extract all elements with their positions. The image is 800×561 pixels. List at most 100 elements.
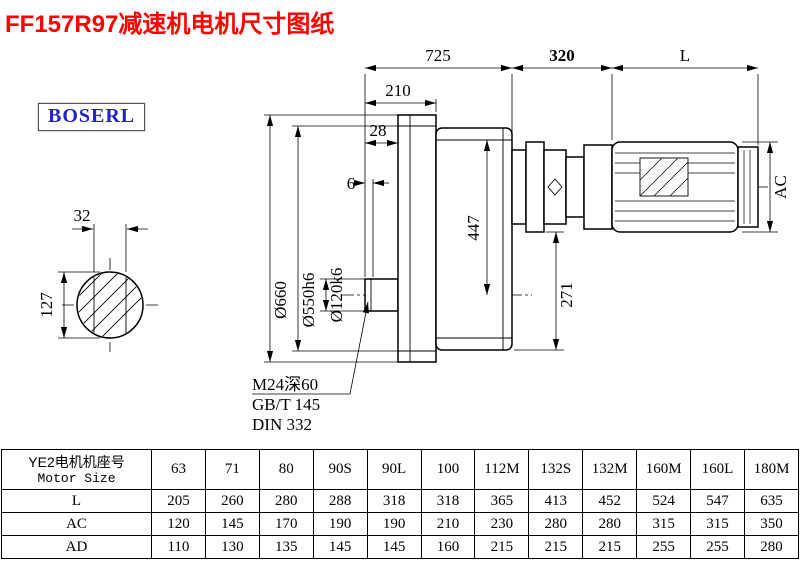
cell: 130	[204, 535, 260, 559]
dim-dia550: Ø550h6	[292, 125, 398, 352]
cell: 280	[743, 535, 800, 559]
table-row-AC: AC 120 145 170 190 190 210 230 280 280 3…	[1, 512, 800, 536]
size-col-180M: 180M	[743, 449, 800, 490]
dim-AC-label: AC	[771, 175, 790, 199]
output-shaft	[364, 278, 399, 312]
leader-line	[252, 301, 369, 395]
motor-size-header-en: Motor Size	[37, 470, 116, 486]
cell: 413	[528, 489, 584, 513]
table-row-AD: AD 110 130 135 145 145 160 215 215 215 2…	[1, 535, 800, 559]
cell: 215	[528, 535, 584, 559]
dim-320-label: 320	[549, 46, 575, 65]
dim-L-label: L	[680, 46, 690, 65]
cell: 210	[420, 512, 476, 536]
dim-32: 32	[72, 206, 148, 272]
dim-127: 127	[37, 271, 100, 339]
size-col-160L: 160L	[690, 449, 745, 490]
shaft-end-circle	[76, 271, 144, 339]
cell: 145	[312, 535, 368, 559]
gear-housing	[435, 127, 513, 351]
size-col-132S: 132S	[528, 449, 584, 490]
dim-6-label: 6	[347, 174, 356, 193]
dim-32-label: 32	[74, 206, 91, 225]
cell: 170	[258, 512, 314, 536]
cell: 635	[743, 489, 800, 513]
cell: 452	[582, 489, 638, 513]
dim-271-label: 271	[557, 282, 576, 308]
dim-28: 28	[365, 118, 399, 147]
row-label-L: L	[1, 489, 152, 513]
cell: 318	[366, 489, 422, 513]
row-label-AC: AC	[1, 512, 152, 536]
cell: 120	[151, 512, 206, 536]
thread-spec: M24深60	[252, 375, 318, 394]
dim-447-label: 447	[464, 215, 483, 241]
size-col-63: 63	[151, 449, 206, 490]
dim-AC: AC	[742, 141, 790, 233]
cell: 315	[690, 512, 745, 536]
cell: 255	[690, 535, 745, 559]
dim-447: 447	[464, 140, 491, 295]
thread-standard-gbt: GB/T 145	[252, 395, 320, 414]
cell: 315	[636, 512, 692, 536]
thread-standard-din: DIN 332	[252, 415, 312, 434]
cell: 230	[474, 512, 530, 536]
gearbox-side-view	[342, 114, 768, 363]
dim-725-label: 725	[425, 46, 451, 65]
dim-dia120-label: Ø120k6	[327, 268, 346, 323]
size-col-160M: 160M	[636, 449, 692, 490]
dim-210-label: 210	[385, 81, 411, 100]
fan-cover	[737, 146, 759, 228]
dim-top: 725 320 L	[364, 46, 759, 277]
motor-fins	[615, 152, 735, 222]
dim-dia550-label: Ø550h6	[299, 273, 318, 328]
cell: 135	[258, 535, 314, 559]
size-col-90L: 90L	[366, 449, 422, 490]
size-col-112M: 112M	[474, 449, 530, 490]
page-title: FF157R97减速机电机尺寸图纸	[5, 11, 335, 38]
row-label-AD: AD	[1, 535, 152, 559]
motor-size-header-cn: YE2电机机座号	[28, 453, 125, 470]
dim-271: 271	[514, 231, 576, 351]
output-flange	[397, 114, 437, 363]
motor-size-table: YE2电机机座号 Motor Size 63 71 80 90S 90L 100…	[1, 449, 800, 559]
cell: 205	[151, 489, 206, 513]
cell: 280	[258, 489, 314, 513]
size-col-90S: 90S	[312, 449, 368, 490]
cell: 365	[474, 489, 530, 513]
cell: 350	[743, 512, 800, 536]
cell: 145	[366, 535, 422, 559]
dim-28-label: 28	[370, 121, 387, 140]
size-col-132M: 132M	[582, 449, 638, 490]
cell: 318	[420, 489, 476, 513]
table-row-L: L 205 260 280 288 318 318 365 413 452 52…	[1, 489, 800, 513]
center-mark	[547, 178, 563, 196]
size-col-100: 100	[420, 449, 476, 490]
cell: 255	[636, 535, 692, 559]
cell: 547	[690, 489, 745, 513]
cell: 190	[312, 512, 368, 536]
dimension-drawing: 32 127	[37, 46, 790, 434]
cell: 215	[474, 535, 530, 559]
dim-127-label: 127	[37, 292, 56, 318]
motor-terminal-box	[639, 157, 689, 197]
cell: 288	[312, 489, 368, 513]
cell: 280	[582, 512, 638, 536]
cell: 160	[420, 535, 476, 559]
dim-dia660-label: Ø660	[271, 281, 290, 319]
motor-size-header: YE2电机机座号 Motor Size	[1, 449, 152, 490]
cell: 190	[366, 512, 422, 536]
cell: 260	[204, 489, 260, 513]
dim-210: 210	[365, 81, 437, 112]
adapter-housing	[511, 141, 613, 233]
cell: 280	[528, 512, 584, 536]
thread-note: M24深60 GB/T 145 DIN 332	[252, 301, 369, 434]
cell: 145	[204, 512, 260, 536]
size-col-80: 80	[258, 449, 314, 490]
size-col-71: 71	[204, 449, 260, 490]
dim-dia660: Ø660	[264, 114, 398, 363]
table-header-row: YE2电机机座号 Motor Size 63 71 80 90S 90L 100…	[1, 449, 800, 490]
dim-dia120: Ø120k6	[320, 268, 365, 323]
cell: 110	[151, 535, 206, 559]
